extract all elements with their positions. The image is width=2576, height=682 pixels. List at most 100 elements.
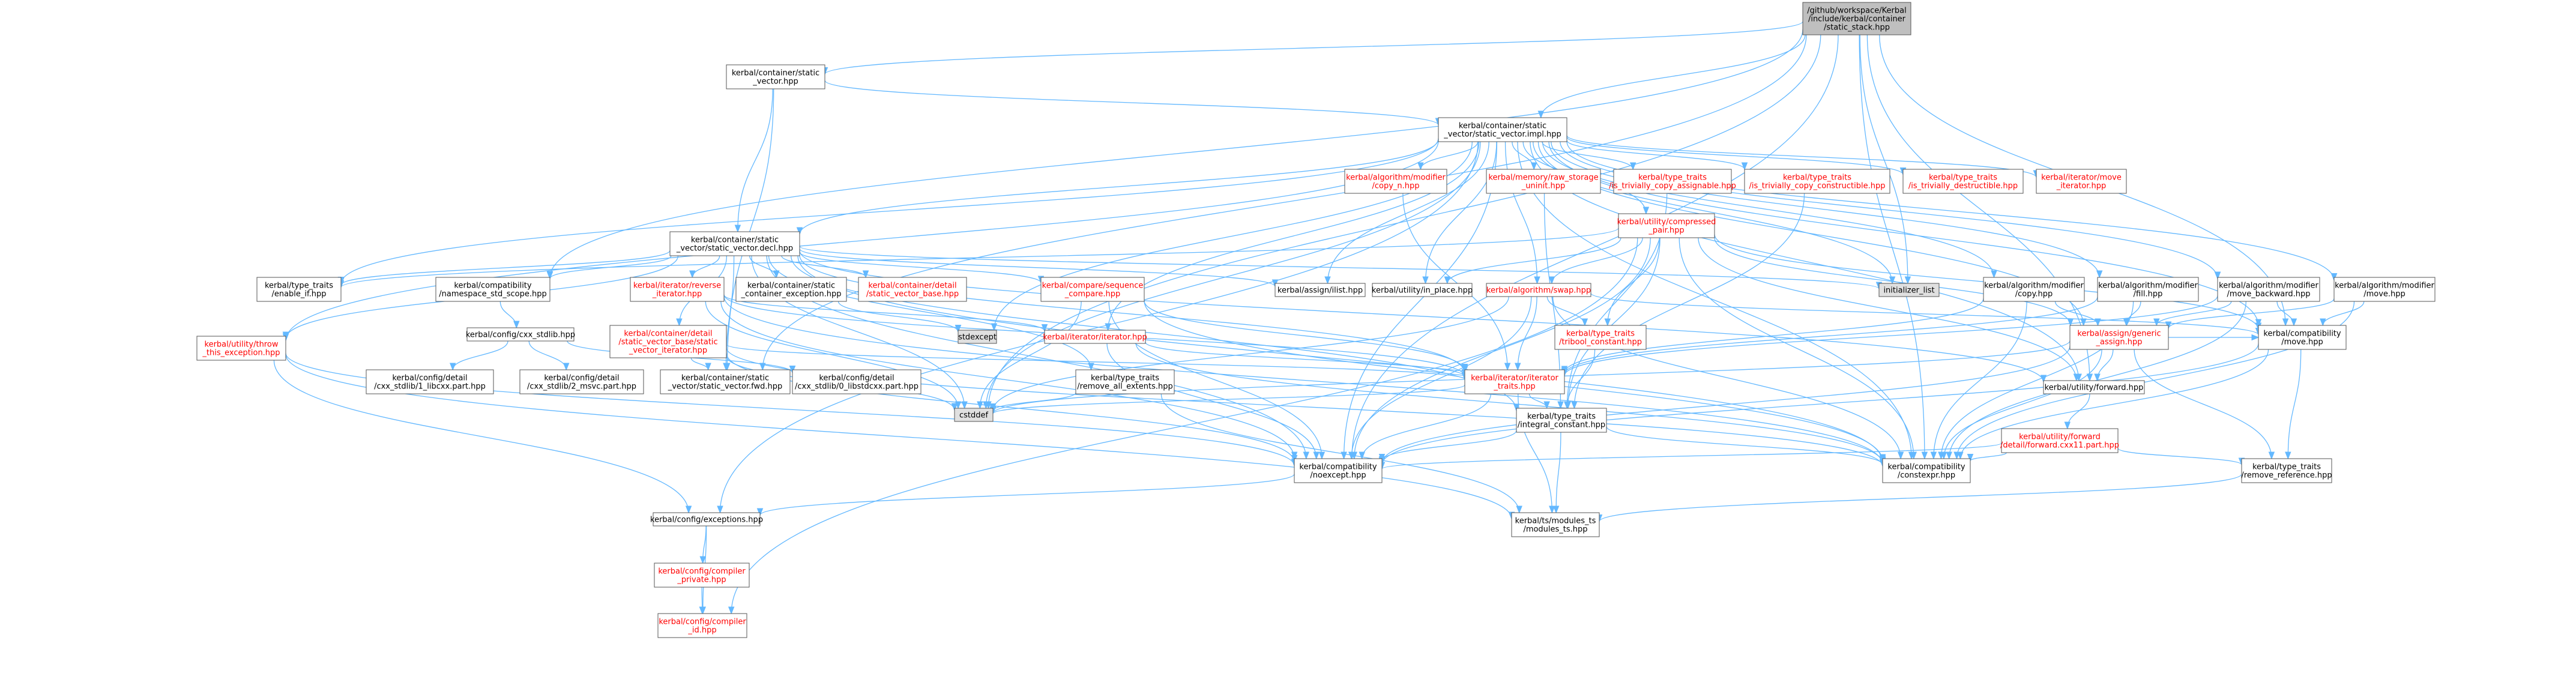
node-label-noexcept-0: kerbal/compatibility [1299, 463, 1377, 472]
node-move_iter[interactable]: kerbal/iterator/move_iterator.hpp [2036, 169, 2127, 194]
node-tribool[interactable]: kerbal/type_traits/tribool_constant.hpp [1554, 325, 1647, 350]
node-sv_base[interactable]: kerbal/container/detail/static_vector_ba… [858, 277, 967, 302]
node-compat_move[interactable]: kerbal/compatibility/move.hpp [2258, 325, 2347, 350]
node-in_place[interactable]: kerbal/utility/in_place.hpp [1372, 283, 1473, 297]
node-sv_hpp[interactable]: kerbal/container/static_vector.hpp [726, 64, 825, 89]
node-assign_list[interactable]: kerbal/assign/ilist.hpp [1274, 283, 1366, 297]
edge-sv_iter-to-noexcept [726, 352, 1294, 462]
node-label-exceptions-0: kerbal/config/exceptions.hpp [650, 516, 763, 525]
node-label-raw_storage-1: _uninit.hpp [1521, 182, 1565, 191]
node-label-move_iter-1: _iterator.hpp [2056, 182, 2107, 191]
node-reverse_iter[interactable]: kerbal/iterator/reverse_iterator.hpp [630, 277, 725, 302]
edge-sv_impl-to-throw_exc [286, 140, 1439, 341]
edge-iterator-to-iter_traits [1145, 342, 1465, 377]
node-fill[interactable]: kerbal/algorithm/modifier/fill.hpp [2097, 277, 2199, 302]
node-copy_n[interactable]: kerbal/algorithm/modifier/copy_n.hpp [1344, 169, 1447, 194]
node-label-sv_impl-0: kerbal/container/static [1459, 122, 1546, 131]
edge-tribool-to-integral [1567, 349, 1596, 408]
edge-compat_move-to-constexpr [1960, 349, 2269, 459]
edge-swap-to-iter_traits [1518, 296, 1537, 370]
node-label-triv_assign-0: kerbal/type_traits [1638, 174, 1707, 183]
node-rm_ref[interactable]: kerbal/type_traits/remove_reference.hpp [2241, 458, 2332, 483]
node-sv_decl[interactable]: kerbal/container/static_vector/static_ve… [669, 231, 800, 256]
edge-noexcept-to-exceptions [760, 474, 1295, 516]
node-sv_fwd[interactable]: kerbal/container/static_vector/static_ve… [660, 369, 791, 394]
edge-move_alg-to-compat_move [2323, 301, 2365, 326]
node-enable_if[interactable]: kerbal/type_traits/enable_if.hpp [256, 277, 342, 302]
node-label-rm_ref-1: /remove_reference.hpp [2241, 471, 2332, 480]
node-label-move_alg-1: /move.hpp [2363, 290, 2406, 299]
node-label-iter_traits-0: kerbal/iterator/iterator [1471, 374, 1558, 383]
node-cxx_stdlib[interactable]: kerbal/config/cxx_stdlib.hpp [466, 327, 575, 342]
edge-sv_impl-to-noexcept [1344, 141, 1498, 459]
node-libcxx[interactable]: kerbal/config/detail/cxx_stdlib/1_libcxx… [366, 369, 494, 394]
edge-sv_impl-to-triv_destruct [1566, 136, 1903, 175]
node-iterator[interactable]: kerbal/iterator/iterator.hpp [1043, 330, 1147, 344]
edge-sv_hpp-to-sv_impl [824, 80, 1438, 125]
node-modules_ts[interactable]: kerbal/ts/modules_ts/modules_ts.hpp [1511, 512, 1600, 537]
node-iter_traits[interactable]: kerbal/iterator/iterator_traits.hpp [1464, 369, 1565, 394]
node-sc_exception[interactable]: kerbal/container/static_container_except… [735, 277, 847, 302]
node-box-compiler_private [654, 563, 750, 588]
node-constexpr[interactable]: kerbal/compatibility/constexpr.hpp [1882, 458, 1971, 483]
node-triv_construct[interactable]: kerbal/type_traits/is_trivially_copy_con… [1744, 169, 1890, 194]
node-sv_iter[interactable]: kerbal/container/detail/static_vector_ba… [609, 325, 727, 358]
node-integral[interactable]: kerbal/type_traits/integral_constant.hpp [1516, 408, 1607, 433]
node-label-sv_decl-1: _vector/static_vector.decl.hpp [676, 244, 793, 253]
node-label-compiler_private-0: kerbal/config/compiler [658, 567, 746, 576]
node-label-root-1: /include/kerbal/container [1808, 15, 1906, 24]
node-label-init_list-0: initializer_list [1883, 286, 1934, 295]
node-label-cstddef-0: cstddef [959, 411, 989, 420]
node-box-compiler_id [657, 613, 747, 638]
node-move_alg[interactable]: kerbal/algorithm/modifier/move.hpp [2333, 277, 2436, 302]
node-generic_assign[interactable]: kerbal/assign/generic_assign.hpp [2069, 325, 2169, 350]
node-swap[interactable]: kerbal/algorithm/swap.hpp [1486, 283, 1591, 297]
node-triv_assign[interactable]: kerbal/type_traits/is_trivially_copy_ass… [1609, 169, 1736, 194]
edge-sv_decl-to-rm_extents [768, 255, 1091, 370]
node-triv_destruct[interactable]: kerbal/type_traits/is_trivially_destruct… [1902, 169, 2024, 194]
node-box-fwd_cxx11 [2001, 428, 2119, 453]
node-raw_storage[interactable]: kerbal/memory/raw_storage_uninit.hpp [1486, 169, 1601, 194]
node-move_backward[interactable]: kerbal/algorithm/modifier/move_backward.… [2217, 277, 2320, 302]
node-box-constexpr [1882, 458, 1971, 483]
edge-sv_impl-to-copy_n [1420, 141, 1479, 170]
node-label-enable_if-1: /enable_if.hpp [271, 290, 326, 299]
node-label-compiler_id-0: kerbal/config/compiler [659, 618, 746, 627]
node-copy[interactable]: kerbal/algorithm/modifier/copy.hpp [1983, 277, 2085, 302]
node-compiler_id[interactable]: kerbal/config/compiler_id.hpp [657, 613, 747, 638]
node-ns_std[interactable]: kerbal/compatibility/namespace_std_scope… [435, 277, 550, 302]
node-rm_extents[interactable]: kerbal/type_traits/remove_all_extents.hp… [1075, 369, 1175, 394]
node-label-sv_hpp-1: _vector.hpp [752, 77, 798, 86]
node-compiler_private[interactable]: kerbal/config/compiler_private.hpp [654, 563, 750, 588]
node-fwd_cxx11[interactable]: kerbal/utility/forward/detail/forward.cx… [2000, 428, 2119, 453]
node-label-compiler_id-1: _id.hpp [687, 626, 716, 635]
node-libstdcxx[interactable]: kerbal/config/detail/cxx_stdlib/0_libstd… [792, 369, 922, 394]
node-noexcept[interactable]: kerbal/compatibility/noexcept.hpp [1294, 458, 1383, 483]
node-label-copy-1: /copy.hpp [2015, 290, 2053, 299]
node-label-sc_exception-1: _container_exception.hpp [740, 290, 841, 299]
node-compressed_pair[interactable]: kerbal/utility/compressed_pair.hpp [1617, 213, 1716, 238]
node-label-fill-1: /fill.hpp [2134, 290, 2163, 299]
node-label-sv_base-0: kerbal/container/detail [868, 282, 956, 291]
edge-move_backward-to-compat_move [2276, 301, 2294, 326]
node-label-libcxx-1: /cxx_stdlib/1_libcxx.part.hpp [374, 382, 486, 391]
edge-swap-to-constexpr [1552, 296, 1901, 459]
node-box-raw_storage [1486, 169, 1601, 194]
edge-cxx_stdlib-to-libcxx [453, 340, 508, 370]
node-box-msvc [519, 369, 644, 394]
node-box-iterator [1044, 330, 1146, 344]
node-throw_exc[interactable]: kerbal/utility/throw_this_exception.hpp [196, 336, 286, 361]
node-box-copy [1983, 277, 2085, 302]
node-exceptions[interactable]: kerbal/config/exceptions.hpp [650, 512, 763, 527]
edge-sv_impl-to-triv_construct [1566, 140, 1745, 170]
node-seq_compare[interactable]: kerbal/compare/sequence_compare.hpp [1040, 277, 1145, 302]
node-label-throw_exc-0: kerbal/utility/throw [205, 340, 279, 349]
node-msvc[interactable]: kerbal/config/detail/cxx_stdlib/2_msvc.p… [519, 369, 644, 394]
node-label-fwd-0: kerbal/utility/forward.hpp [2045, 384, 2144, 393]
node-fwd[interactable]: kerbal/utility/forward.hpp [2043, 380, 2145, 394]
edge-fwd_cxx11-to-rm_ref [2117, 448, 2242, 465]
node-label-move_backward-1: /move_backward.hpp [2227, 290, 2311, 299]
node-sv_impl[interactable]: kerbal/container/static_vector/static_ve… [1438, 117, 1567, 142]
node-label-throw_exc-1: _this_exception.hpp [202, 349, 280, 358]
node-box-stdexcept [958, 330, 997, 344]
